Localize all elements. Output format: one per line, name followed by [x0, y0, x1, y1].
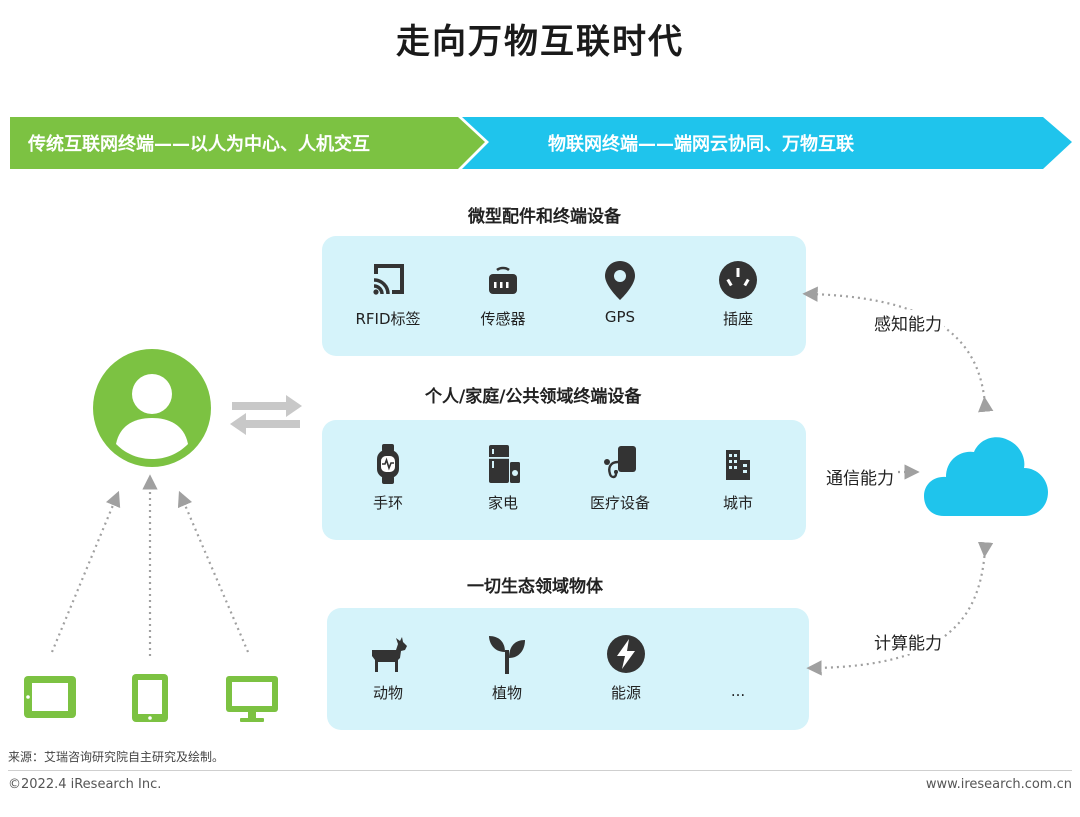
- desktop-monitor-icon: [226, 676, 278, 722]
- source-note: 来源：艾瑞咨询研究院自主研究及绘制。: [8, 750, 225, 764]
- capability-computing: 计算能力: [872, 629, 944, 654]
- appliance-icon: [489, 445, 520, 483]
- item-city: 城市: [683, 442, 793, 513]
- item-label: 手环: [372, 494, 403, 512]
- item-socket: 插座: [683, 258, 793, 329]
- item-label: RFID标签: [355, 310, 421, 328]
- item-medical: 医疗设备: [565, 442, 675, 513]
- item-appliance: 家电: [448, 442, 558, 513]
- item-gps: GPS: [565, 258, 675, 326]
- item-label: 家电: [487, 494, 518, 512]
- sensor-icon: [489, 266, 517, 294]
- goat-icon: [372, 637, 407, 672]
- item-plant: 植物: [452, 632, 562, 703]
- banner-left-arrow: [10, 117, 485, 169]
- device-to-user-arrows: [50, 474, 250, 656]
- capability-sensing: 感知能力: [872, 310, 944, 335]
- item-label: 城市: [722, 494, 753, 512]
- item-label: 医疗设备: [589, 494, 650, 512]
- item-wristband: 手环: [333, 442, 443, 513]
- section-title-ecology: 一切生态领域物体: [467, 577, 603, 597]
- item-label: 能源: [610, 684, 641, 702]
- medical-device-icon: [604, 446, 636, 479]
- banner-arrows: [10, 117, 1072, 169]
- section-title-personal: 个人/家庭/公共领域终端设备: [425, 387, 642, 407]
- tablet-icon: [24, 676, 76, 718]
- smartphone-icon: [132, 674, 168, 722]
- energy-bolt-icon: [607, 635, 645, 673]
- panel-ecology-objects: [327, 608, 809, 730]
- item-rfid: RFID标签: [333, 258, 443, 329]
- capability-communication: 通信能力: [824, 464, 896, 489]
- item-more: ...: [683, 632, 793, 700]
- power-socket-icon: [719, 261, 757, 299]
- copyright-text: ©2022.4 iResearch Inc.: [8, 777, 162, 792]
- section-title-micro: 微型配件和终端设备: [468, 207, 621, 227]
- item-label: 插座: [722, 310, 753, 328]
- wristband-icon: [377, 444, 399, 484]
- item-animal: 动物: [333, 632, 443, 703]
- item-label: 传感器: [480, 310, 526, 328]
- cloud-icon: [924, 437, 1048, 516]
- item-label: 植物: [491, 684, 522, 702]
- plant-sprout-icon: [489, 636, 525, 674]
- banner-right-arrow: [462, 117, 1072, 169]
- panel-micro-devices: [322, 236, 806, 356]
- exchange-arrows-icon: [230, 395, 302, 435]
- website-url: www.iresearch.com.cn: [925, 777, 1072, 792]
- city-building-icon: [726, 450, 750, 480]
- page-title: 走向万物互联时代: [396, 22, 684, 62]
- banner-right-label: 物联网终端——端网云协同、万物互联: [548, 134, 854, 155]
- item-sensor: 传感器: [448, 258, 558, 329]
- item-label: ...: [730, 682, 746, 700]
- banner-left-label: 传统互联网终端——以人为中心、人机交互: [28, 134, 370, 155]
- gps-pin-icon: [605, 261, 635, 300]
- item-energy: 能源: [571, 632, 681, 703]
- rfid-tag-icon: [373, 264, 404, 295]
- footer-divider: [8, 770, 1072, 771]
- panel-personal-devices: [322, 420, 806, 540]
- more-placeholder: [716, 632, 760, 676]
- item-label: 动物: [372, 684, 403, 702]
- item-label: GPS: [604, 308, 636, 326]
- user-avatar-icon: [93, 349, 211, 467]
